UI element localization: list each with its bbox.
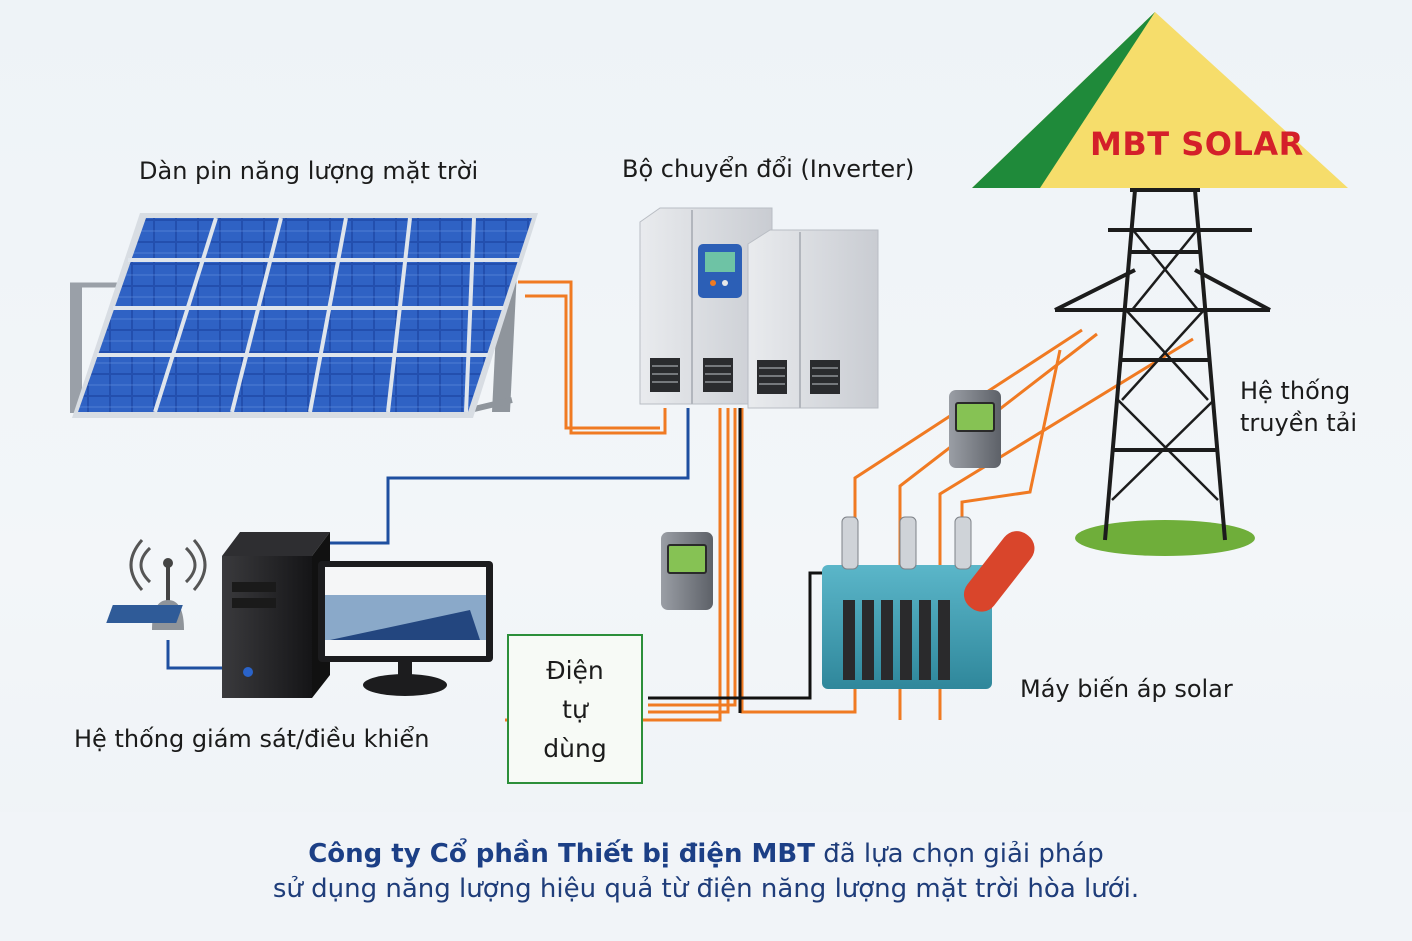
ac-wires <box>648 408 830 713</box>
caption-line1-rest: đã lựa chọn giải pháp <box>814 839 1104 869</box>
transmission-label-line2: truyền tải <box>1240 409 1358 437</box>
transmission-tower <box>1054 188 1271 556</box>
self-use-box: Điện tự dùng <box>507 634 643 784</box>
inverter-cabinet <box>639 207 879 409</box>
transmission-label-line1: Hệ thống <box>1240 377 1351 405</box>
monitoring-label: Hệ thống giám sát/điều khiển <box>74 725 430 753</box>
inverter-label: Bộ chuyển đổi (Inverter) <box>622 155 915 183</box>
energy-meter-right <box>949 390 1001 468</box>
transformer-label: Máy biến áp solar <box>1020 675 1233 703</box>
computer-tower <box>222 532 330 698</box>
energy-meter-left <box>661 532 713 610</box>
caption-line1: Công ty Cổ phần Thiết bị điện MBT đã lựa… <box>0 839 1412 869</box>
solar-array-label: Dàn pin năng lượng mặt trời <box>139 157 479 185</box>
solar-panel-array <box>70 213 538 418</box>
computer-monitor <box>106 561 493 696</box>
caption-line2: sử dụng năng lượng hiệu quả từ điện năng… <box>272 874 1140 904</box>
caption-company: Công ty Cổ phần Thiết bị điện MBT <box>308 839 815 869</box>
self-use-line2: tự <box>562 694 588 724</box>
solar-transformer <box>822 516 1035 689</box>
brand-name: MBT SOLAR <box>1090 125 1304 163</box>
brand-logo <box>972 12 1348 188</box>
self-use-line3: dùng <box>543 733 607 763</box>
self-use-line1: Điện <box>546 655 604 685</box>
signal-wires <box>166 408 690 670</box>
caption-backdrop <box>0 812 1412 941</box>
